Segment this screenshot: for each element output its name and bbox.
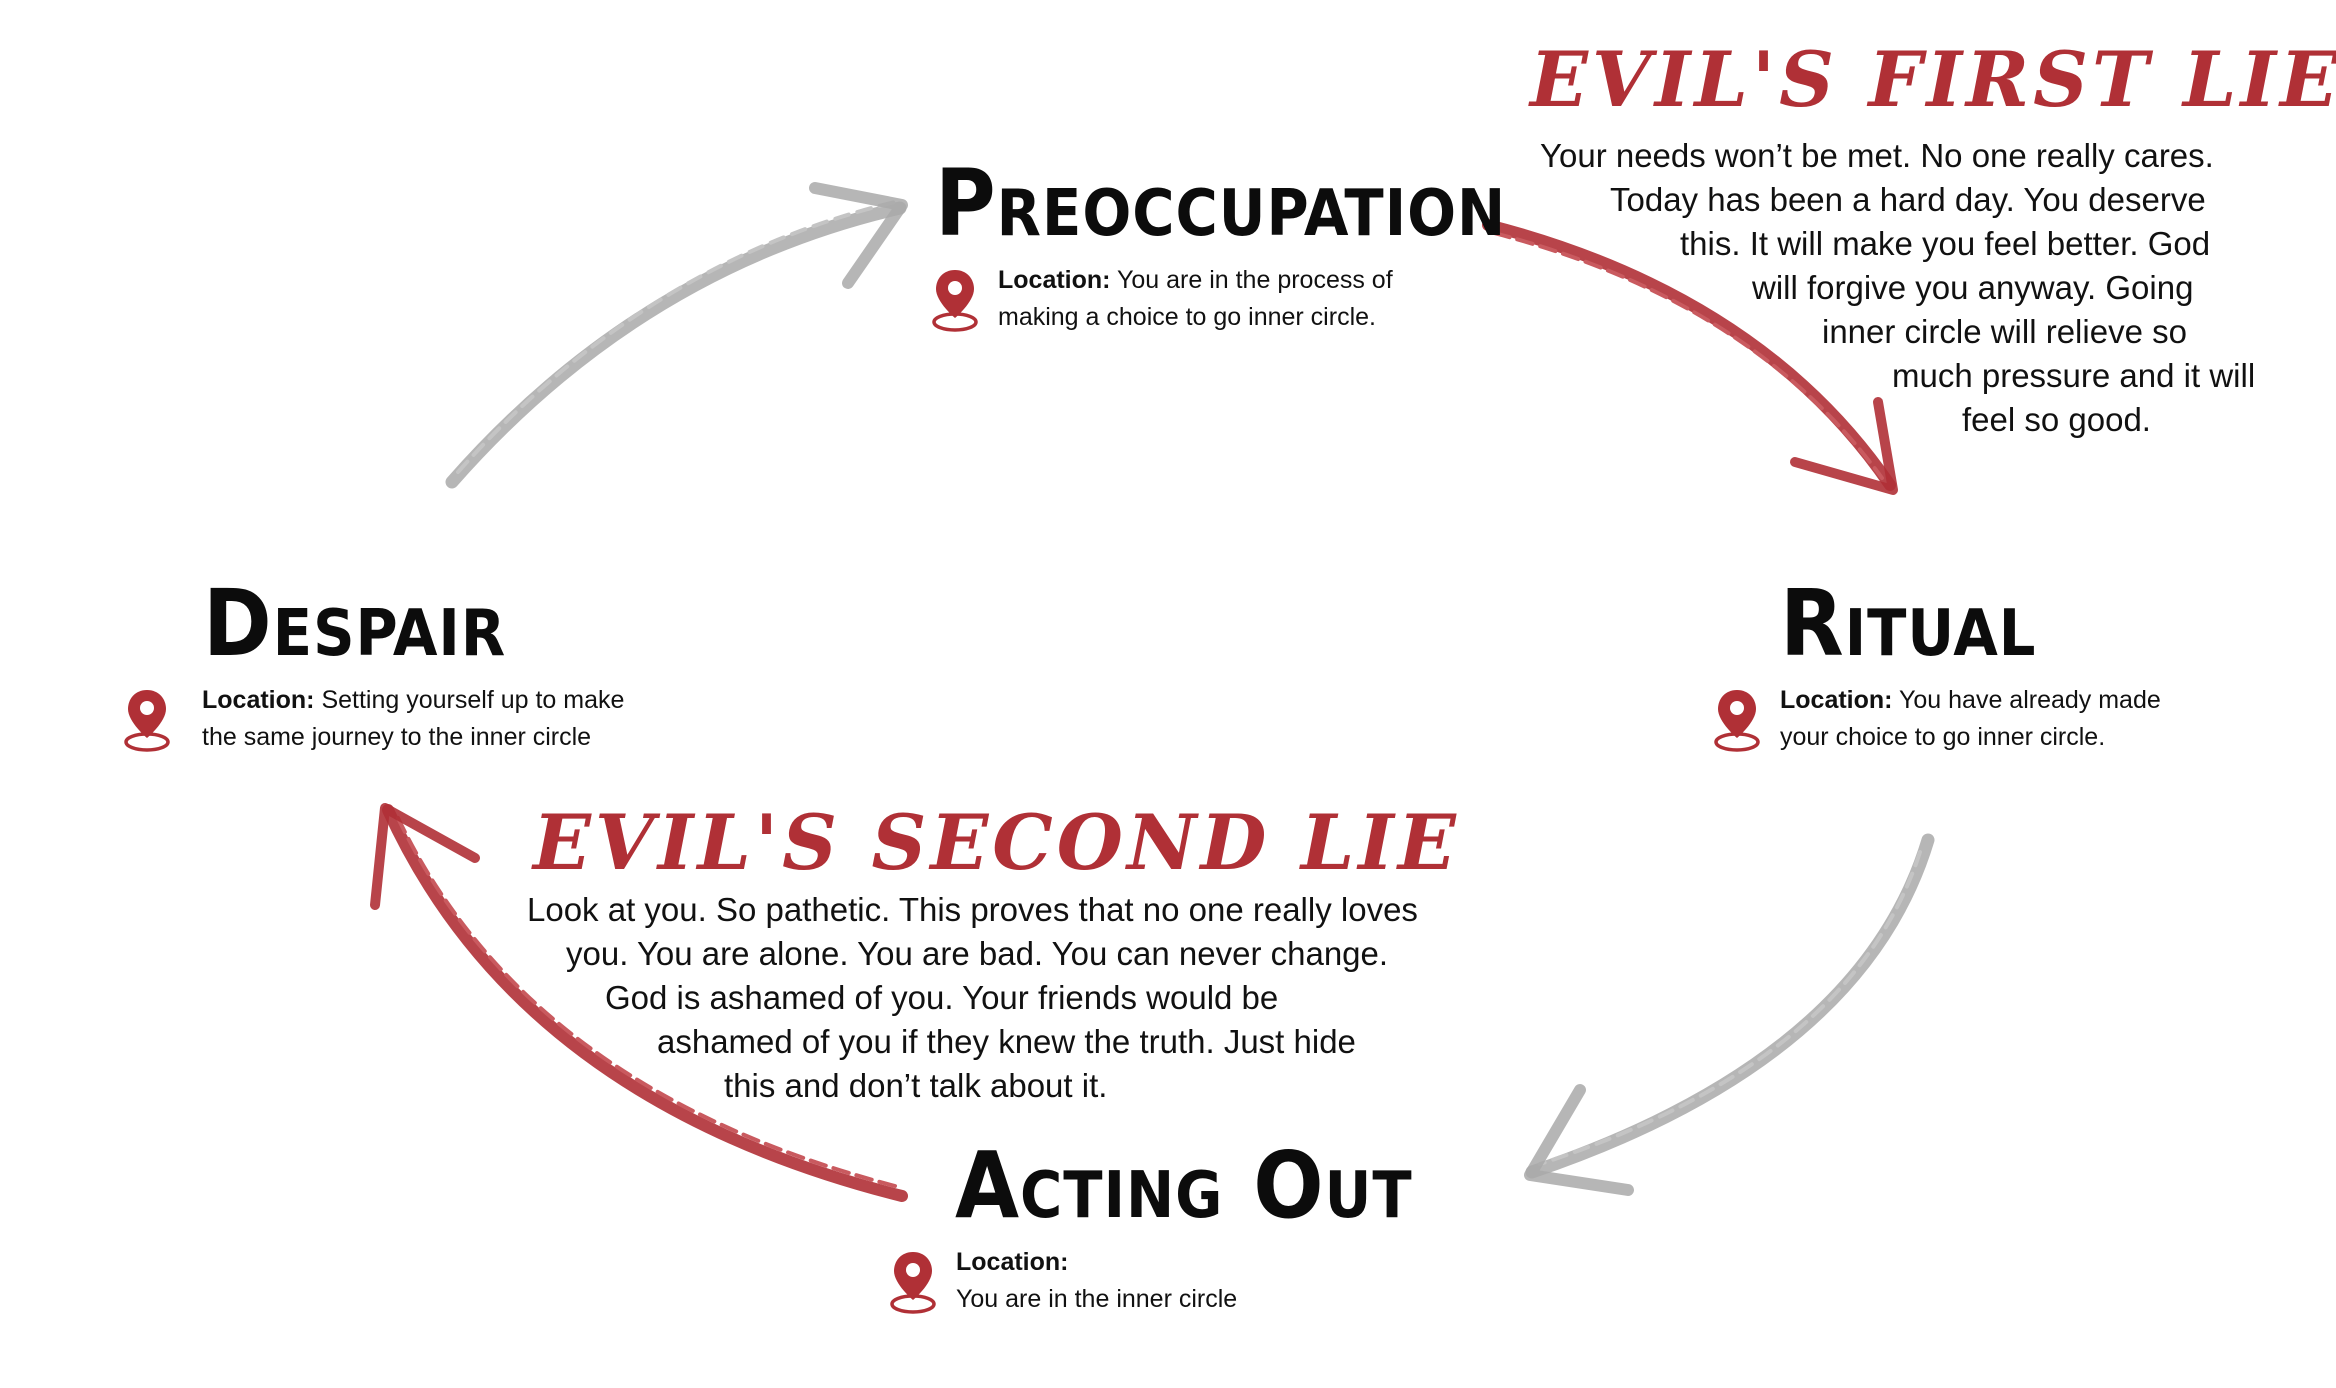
location-despair: Location: Setting yourself up to make th… (122, 682, 624, 756)
second-lie-line: this and don’t talk about it. (724, 1067, 1108, 1104)
arrow-acting-out-to-despair (370, 803, 908, 1202)
location-label: Location: (202, 686, 315, 714)
first-lie-line: Your needs won’t be met. No one really c… (1540, 137, 2214, 174)
first-lie-line: will forgive you anyway. Going (1752, 269, 2194, 306)
first-lie-line: feel so good. (1962, 401, 2151, 438)
arrow-ritual-to-acting-out (1524, 833, 1935, 1196)
first-lie-line: much pressure and it will (1892, 357, 2256, 394)
stage-title-preoccupation: Preoccupation (935, 150, 1507, 257)
location-pin-icon (932, 270, 978, 332)
stage-title-despair: Despair (203, 570, 507, 677)
location-text-line-1: Setting yourself up to make (321, 686, 625, 714)
location-label: Location: (998, 266, 1111, 294)
first-lie-line: this. It will make you feel better. God (1680, 225, 2211, 262)
second-lie-line: Look at you. So pathetic. This proves th… (527, 891, 1418, 928)
location-pin-icon (890, 1252, 936, 1314)
first-lie-text: Your needs won’t be met. No one really c… (1540, 134, 2255, 442)
location-pin-icon (124, 690, 170, 752)
second-lie-line: ashamed of you if they knew the truth. J… (657, 1023, 1356, 1060)
second-lie-line: you. You are alone. You are bad. You can… (566, 935, 1389, 972)
location-label: Location: (956, 1248, 1069, 1276)
location-text-line-2: your choice to go inner circle. (1780, 723, 2106, 751)
location-text-line-2: making a choice to go inner circle. (998, 303, 1376, 331)
location-text-line-1: You have already made (1899, 686, 2161, 714)
stage-title-ritual: Ritual (1780, 570, 2037, 677)
location-preoccupation: Location: You are in the process of maki… (930, 262, 1393, 336)
location-text-line-2: You are in the inner circle (956, 1285, 1238, 1313)
second-lie-text: Look at you. So pathetic. This proves th… (527, 888, 1418, 1108)
arrow-preoccupation-to-ritual (1482, 219, 1898, 495)
location-text-line-2: the same journey to the inner circle (202, 723, 592, 751)
second-lie-title: EVIL'S SECOND LIE (533, 798, 1460, 887)
location-ritual: Location: You have already made your cho… (1712, 682, 2161, 756)
arrow-despair-to-preoccupation (445, 182, 908, 489)
first-lie-title: EVIL'S FIRST LIE (1530, 35, 2336, 124)
location-text-line-1: You are in the process of (1117, 266, 1393, 294)
first-lie-line: Today has been a hard day. You deserve (1610, 181, 2206, 218)
second-lie-line: God is ashamed of you. Your friends woul… (605, 979, 1279, 1016)
location-acting-out: Location: You are in the inner circle (888, 1244, 1237, 1318)
location-pin-icon (1714, 690, 1760, 752)
location-label: Location: (1780, 686, 1893, 714)
first-lie-line: inner circle will relieve so (1822, 313, 2187, 350)
stage-title-acting-out: Acting Out (955, 1132, 1413, 1239)
